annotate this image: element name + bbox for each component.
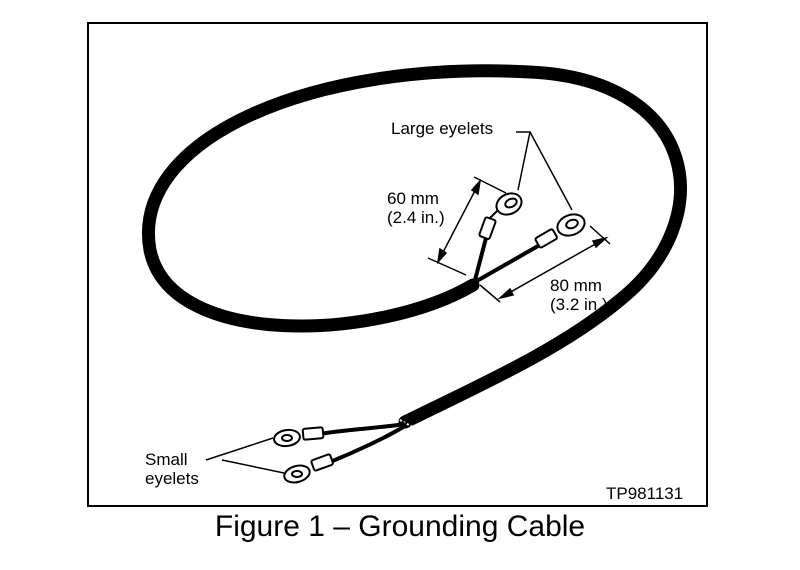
dimension-80mm-label: 80 mm (3.2 in.)	[550, 276, 608, 314]
part-number: TP981131	[606, 484, 684, 503]
figure-frame	[87, 22, 708, 507]
dimension-80mm	[479, 225, 611, 303]
large-eyelets-leaders	[516, 131, 573, 211]
large-eyelets-label: Large eyelets	[391, 119, 494, 138]
dimension-60mm	[427, 176, 507, 276]
figure-caption: Figure 1 – Grounding Cable	[214, 510, 586, 543]
cable-loop	[142, 64, 687, 429]
small-eyelets-leaders	[205, 437, 285, 474]
small-eyelet-leads	[273, 422, 407, 484]
large-eyelet-leads	[473, 192, 586, 284]
small-eyelets-label: Small eyelets	[145, 450, 199, 488]
dimension-60mm-label: 60 mm (2.4 in.)	[387, 189, 445, 227]
